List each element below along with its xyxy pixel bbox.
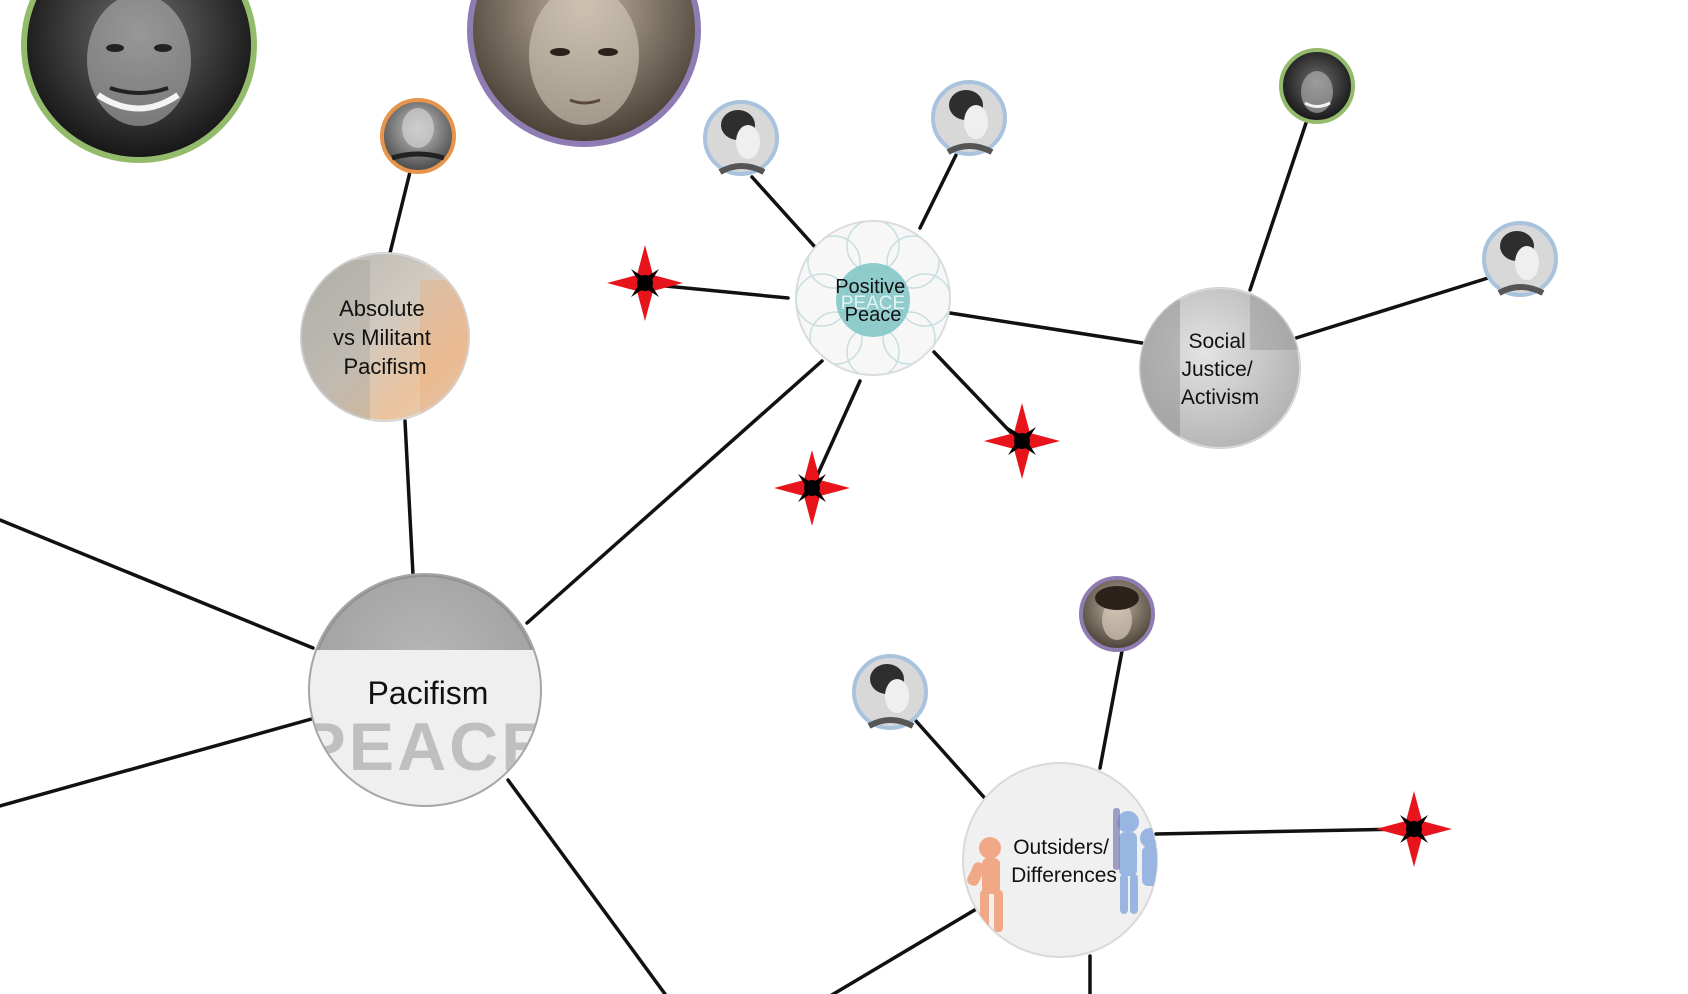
star-marker-positive-peace-bottom[interactable] xyxy=(774,450,850,526)
edge-pacifism-bottom xyxy=(506,778,667,994)
portrait-woman-profile-3[interactable] xyxy=(1482,221,1558,297)
portrait-woman-profile-2[interactable] xyxy=(931,80,1007,156)
edge-outsiders-woman-small xyxy=(1098,649,1124,770)
topic-label-line: Differences xyxy=(1011,864,1117,887)
edge-pacifism-positive-peace xyxy=(525,359,824,625)
edge-outsiders-star-4 xyxy=(1154,827,1404,836)
topic-label-line: Positive xyxy=(835,276,905,298)
svg-text:Absolute vs Militant: Absolute vs Militant Pacifism xyxy=(333,296,437,379)
svg-text:Positive Peace: Positive Peace xyxy=(835,276,911,326)
topic-social-justice-activism[interactable]: Social Justice/ Activism xyxy=(1139,287,1310,449)
edges xyxy=(0,121,1490,994)
topic-label-line: Peace xyxy=(845,304,902,326)
topic-label-line: Pacifism xyxy=(368,675,489,711)
edge-positive-peace-profile-1 xyxy=(750,175,817,249)
topic-pacifism[interactable]: PEACE Pacifism xyxy=(300,573,549,810)
topic-label-line: Justice/ xyxy=(1181,358,1252,381)
portraits xyxy=(21,0,1558,730)
topic-label-line: Pacifism xyxy=(343,354,426,379)
portrait-man-smiling-large[interactable] xyxy=(21,0,257,163)
edge-positive-peace-star-3 xyxy=(932,350,1022,444)
stars xyxy=(607,245,1452,867)
edge-pacifism-left-upper xyxy=(0,518,315,650)
edge-outsiders-profile-4 xyxy=(914,719,992,806)
star-marker-positive-peace-left[interactable] xyxy=(607,245,683,321)
svg-text:Outsiders/ Differences: Outsiders/ Differences xyxy=(1011,836,1117,887)
edge-absolute-painter xyxy=(388,170,412,255)
edge-pacifism-left-lower xyxy=(0,716,317,808)
topic-label-line: Activism xyxy=(1181,386,1259,409)
portrait-woman-dark-hair-small[interactable] xyxy=(1079,576,1155,652)
topic-positive-peace[interactable]: PEACE Positive Peace xyxy=(795,220,951,378)
topic-absolute-vs-militant-pacifism[interactable]: Absolute vs Militant Pacifism xyxy=(300,252,480,422)
star-marker-positive-peace-right[interactable] xyxy=(984,403,1060,479)
edge-pacifism-absolute xyxy=(403,419,415,577)
edge-social-profile-3 xyxy=(1294,276,1490,340)
edge-social-man-small xyxy=(1248,121,1308,292)
positive-peace-watermark: PEACE xyxy=(841,293,905,314)
topic-label-line: Absolute xyxy=(339,296,425,321)
topic-label-line: vs Militant xyxy=(333,325,431,350)
portrait-woman-profile-1[interactable] xyxy=(703,100,779,176)
topic-outsiders-differences[interactable]: Outsiders/ Differences xyxy=(962,762,1160,958)
portrait-man-smiling-small[interactable] xyxy=(1279,48,1355,124)
pacifism-watermark: PEACE xyxy=(300,709,549,785)
edge-outsiders-bottom-left xyxy=(830,906,980,994)
portrait-old-man-painter[interactable] xyxy=(380,98,456,174)
svg-text:Social Justice/ Ac: Social Justice/ Activism xyxy=(1181,330,1259,409)
portrait-woman-profile-4[interactable] xyxy=(852,654,928,730)
edge-positive-peace-star-2 xyxy=(810,379,862,489)
topic-label-line: Outsiders/ xyxy=(1013,836,1109,859)
portrait-woman-dark-hair-large[interactable] xyxy=(467,0,701,147)
star-marker-outsiders-right[interactable] xyxy=(1376,791,1452,867)
edge-positive-peace-social xyxy=(948,311,1144,345)
topic-label-line: Social xyxy=(1188,330,1245,353)
edge-positive-peace-profile-2 xyxy=(918,153,958,230)
